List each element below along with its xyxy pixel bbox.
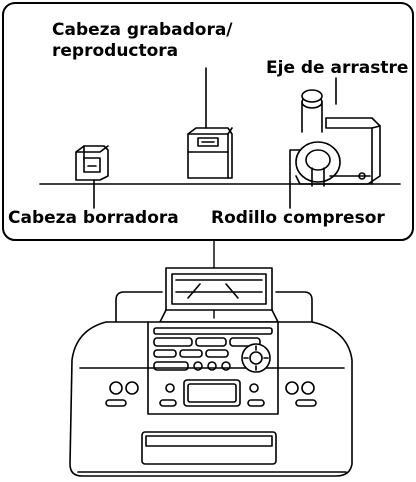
boombox-body <box>69 321 353 477</box>
erase-head-label: Cabeza borradora <box>8 208 179 228</box>
pinch-roller-pointer <box>289 149 301 209</box>
capstan-label: Eje de arrastre <box>266 58 409 78</box>
pinch-roller-label: Rodillo compresor <box>211 208 385 228</box>
boombox-handle <box>115 291 313 325</box>
capstan-roller-shape <box>295 89 381 187</box>
erase-head-shape <box>75 145 109 181</box>
record-play-head-label-line2: reproductora <box>52 41 179 61</box>
record-play-head-label-line1: Cabeza grabadora/ <box>52 20 233 40</box>
record-play-head-shape <box>187 127 233 179</box>
front-slot <box>141 431 277 465</box>
callout-frame <box>2 2 414 241</box>
cassette-lid <box>159 267 279 323</box>
